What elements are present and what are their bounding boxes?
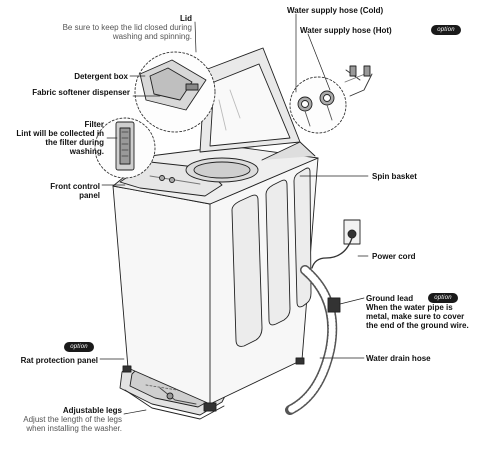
label-front-control: Front control panel: [50, 182, 100, 200]
label-detergent-box: Detergent box: [74, 72, 128, 81]
lid-shape: [199, 47, 316, 161]
lid-title: Lid: [180, 14, 192, 23]
option-badge-rat: option: [64, 342, 94, 352]
ground-lead-note: When the water pipe is metal, make sure …: [366, 303, 469, 330]
label-spin-basket: Spin basket: [372, 172, 417, 181]
filter-note: Lint will be collected in the filter dur…: [16, 129, 104, 156]
adjustable-legs-note: Adjust the length of the legs when insta…: [23, 415, 122, 433]
label-ground-lead: Ground lead When the water pipe is metal…: [366, 294, 478, 330]
lid-note: Be sure to keep the lid closed during wa…: [62, 23, 192, 41]
leader-lines: [99, 13, 369, 415]
label-lid: Lid Be sure to keep the lid closed durin…: [52, 14, 192, 41]
label-adjustable-legs: Adjustable legs Adjust the length of the…: [12, 406, 122, 433]
label-power-cord: Power cord: [372, 252, 416, 261]
label-rat-panel: Rat protection panel: [20, 356, 98, 365]
label-drain-hose: Water drain hose: [366, 354, 431, 363]
label-fabric-softener: Fabric softener dispenser: [32, 88, 130, 97]
option-badge-ground: option: [428, 293, 458, 303]
drain-hose-shape: [285, 265, 341, 415]
washer-body: [112, 157, 319, 412]
label-filter: Filter Lint will be collected in the fil…: [14, 120, 104, 156]
power-cord-shape: [311, 219, 361, 269]
water-inlet-inset: [289, 65, 373, 134]
adjustable-legs-title: Adjustable legs: [62, 406, 122, 415]
filter-title: Filter: [84, 120, 104, 129]
label-water-cold: Water supply hose (Cold): [287, 6, 384, 15]
detergent-box-inset: [134, 51, 216, 133]
ground-lead-title: Ground lead: [366, 294, 414, 303]
filter-inset: [94, 117, 156, 179]
option-badge-hot: option: [431, 25, 461, 35]
label-water-hot: Water supply hose (Hot): [300, 26, 392, 35]
